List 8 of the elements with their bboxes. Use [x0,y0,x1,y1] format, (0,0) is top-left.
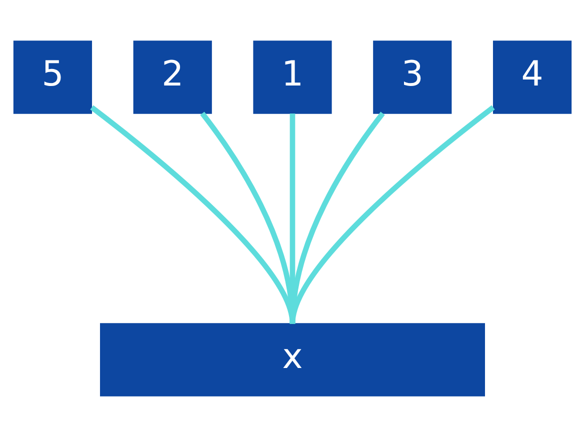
connector [90,105,296,324]
node-box: x [100,323,485,396]
connector [290,105,495,324]
node-box: 5 [13,40,92,114]
node-box: 4 [492,40,572,114]
node-box: 2 [133,40,212,114]
node-box: 1 [253,40,332,114]
node-box: 3 [373,40,452,114]
